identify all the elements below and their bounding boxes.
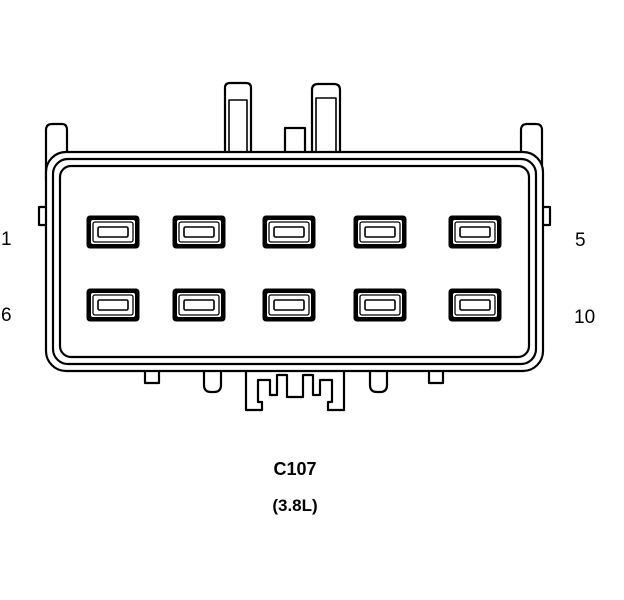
pin-label-6: 6: [1, 305, 12, 326]
cavity-pin-5: [448, 215, 502, 249]
terminal-slot: [97, 226, 129, 238]
cavity-grid: [86, 215, 502, 322]
cavity-rim: [92, 221, 134, 243]
cavity-pin-2: [172, 215, 226, 249]
cavity-rim: [454, 294, 496, 316]
bottom-tab: [368, 370, 389, 394]
connector-id: C107: [273, 459, 317, 479]
top-latches: [223, 81, 342, 156]
cavity-rim: [178, 294, 220, 316]
cavity-rim: [454, 221, 496, 243]
housing-inner: [58, 164, 531, 359]
terminal-slot: [273, 226, 305, 238]
terminal-slot: [364, 299, 396, 311]
latch-left-inner: [228, 99, 248, 154]
housing-outer: [44, 150, 545, 373]
terminal-slot: [459, 299, 491, 311]
cavity-pin-1: [86, 215, 140, 249]
cavity-rim: [359, 221, 401, 243]
cavity-pin-3: [262, 215, 316, 249]
side-post-right: [519, 122, 544, 180]
cavity-rim: [359, 294, 401, 316]
terminal-slot: [273, 299, 305, 311]
housing-mid: [51, 157, 538, 366]
latch-right-inner: [315, 97, 337, 154]
cavity-rim: [268, 294, 310, 316]
cavity-pin-8: [262, 288, 316, 322]
terminal-slot: [183, 226, 215, 238]
cavity-rim: [178, 221, 220, 243]
cavity-pin-10: [448, 288, 502, 322]
pin-label-5: 5: [575, 230, 586, 251]
terminal-slot: [364, 226, 396, 238]
cavity-pin-4: [353, 215, 407, 249]
terminal-slot: [97, 299, 129, 311]
side-post-left: [44, 122, 69, 180]
bottom-tabs: [143, 368, 445, 412]
terminal-slot: [183, 299, 215, 311]
cavity-pin-7: [172, 288, 226, 322]
pin-label-1: 1: [1, 229, 12, 250]
pin-label-10: 10: [574, 307, 596, 328]
key-center: [283, 126, 307, 156]
cavity-pin-6: [86, 288, 140, 322]
cavity-rim: [268, 221, 310, 243]
bottom-clip: [244, 370, 346, 412]
cavity-pin-9: [353, 288, 407, 322]
bottom-tab: [202, 370, 223, 394]
cavity-rim: [92, 294, 134, 316]
latch-left: [223, 81, 253, 154]
latch-right: [310, 82, 342, 154]
terminal-slot: [459, 226, 491, 238]
engine-designation: (3.8L): [272, 496, 318, 515]
